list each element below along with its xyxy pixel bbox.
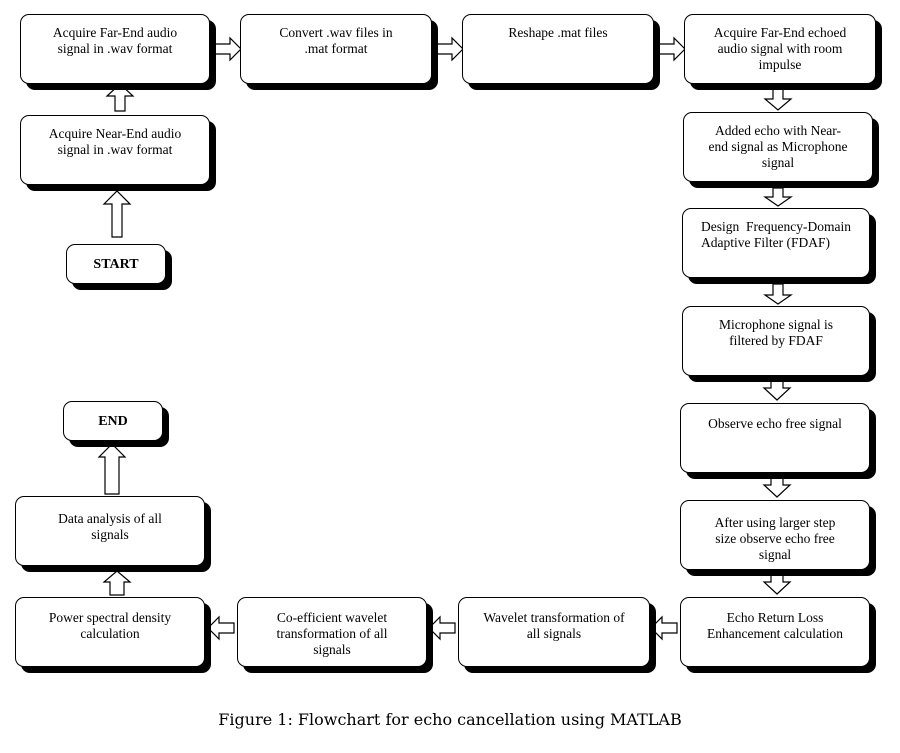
arrow-wavelet-to-coef xyxy=(428,615,456,641)
arrow-larger-step-to-erle xyxy=(762,571,792,595)
figure-caption: Figure 1: Flowchart for echo cancellatio… xyxy=(218,710,682,729)
acquire-far-end-echoed-box: Acquire Far-End echoed audio signal with… xyxy=(684,14,876,84)
power-spectral-density-box: Power spectral density calculation xyxy=(15,597,205,667)
arrow-convert-to-reshape xyxy=(434,36,464,62)
coefficient-wavelet-box: Co-efficient wavelet transformation of a… xyxy=(237,597,427,667)
arrow-analysis-to-end xyxy=(97,443,127,495)
arrow-coef-to-psd xyxy=(207,615,235,641)
observe-echo-free-box: Observe echo free signal xyxy=(680,403,870,473)
reshape-mat-box: Reshape .mat files xyxy=(462,14,654,84)
acquire-near-end-box: Acquire Near-End audio signal in .wav fo… xyxy=(20,115,210,185)
end-node: END xyxy=(63,401,163,441)
larger-step-size-box: After using larger step size observe ech… xyxy=(680,500,870,570)
microphone-filtered-box: Microphone signal is filtered by FDAF xyxy=(682,306,870,376)
start-node: START xyxy=(66,244,166,284)
arrow-psd-to-analysis xyxy=(102,570,132,596)
wavelet-transformation-box: Wavelet transformation of all signals xyxy=(458,597,650,667)
arrow-observe-to-larger-step xyxy=(762,474,792,498)
arrow-reshape-to-far-echo xyxy=(656,36,686,62)
acquire-far-end-box: Acquire Far-End audio signal in .wav for… xyxy=(20,14,210,84)
arrow-mic-filtered-to-observe xyxy=(762,377,792,401)
arrow-far-end-to-convert xyxy=(212,36,242,62)
arrow-erle-to-wavelet xyxy=(650,615,678,641)
arrow-design-to-mic-filtered xyxy=(763,283,793,305)
arrow-far-echo-to-added-echo xyxy=(763,87,793,111)
erle-calculation-box: Echo Return Loss Enhancement calculation xyxy=(680,597,870,667)
added-echo-box: Added echo with Near-end signal as Micro… xyxy=(683,112,873,182)
arrow-added-echo-to-design xyxy=(763,187,793,207)
arrow-start-to-near-end xyxy=(102,190,132,238)
design-fdaf-box: Design Frequency-Domain Adaptive Filter … xyxy=(682,208,870,278)
arrow-near-end-to-far-end xyxy=(105,83,135,112)
convert-wav-box: Convert .wav files in .mat format xyxy=(240,14,432,84)
data-analysis-box: Data analysis of all signals xyxy=(15,496,205,566)
